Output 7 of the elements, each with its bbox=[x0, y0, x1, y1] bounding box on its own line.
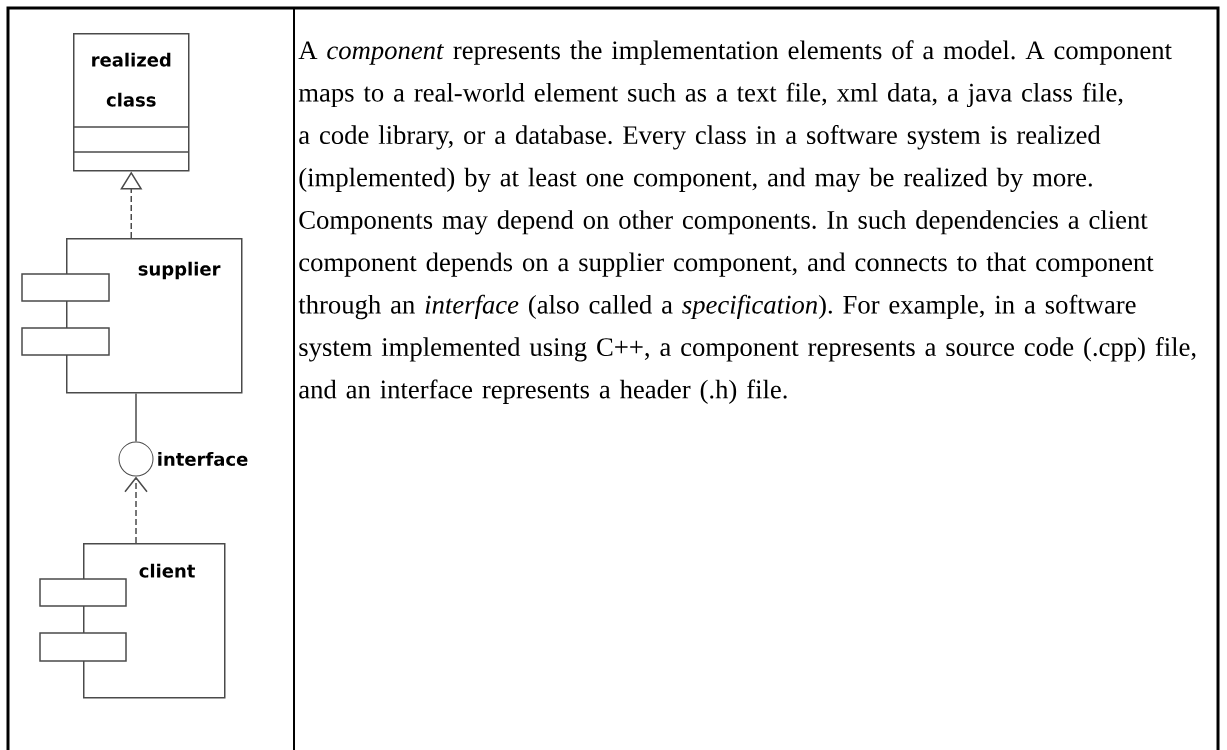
class-box: realized class bbox=[72, 33, 190, 172]
description-paragraph: A component represents the implementation elements of a model. A component maps to a real-world element such as a text file, xml data, a java class file, a code library, or a database. Every class in a software system is realized (implemented) by at least one component, and may be realized by more. Components may depend on other components. In such dependencies a client component depends on a supplier component, and connects to that component through an interface (also called a specification). For example, in a software system implemented using C++, a component represents a source code (.cpp) file, and an interface represents a header (.h) file. bbox=[298, 40, 1196, 404]
connector-line bbox=[135, 392, 137, 443]
component-box: client bbox=[39, 543, 226, 699]
component-box: supplier bbox=[21, 238, 243, 394]
realization-arrow bbox=[124, 476, 148, 544]
node-label: interface bbox=[158, 452, 248, 466]
